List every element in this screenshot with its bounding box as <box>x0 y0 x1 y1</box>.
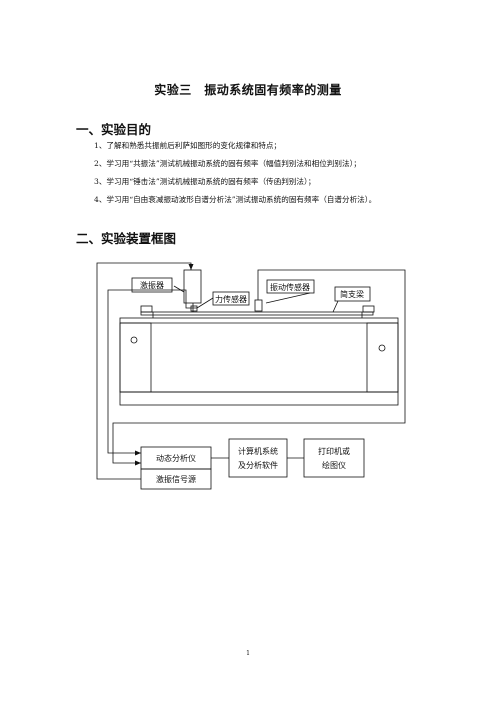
frame-body <box>119 317 399 393</box>
exciter-box <box>183 269 202 304</box>
printer-label-line2: 绘图仪 <box>322 460 346 470</box>
left-bolt <box>130 336 138 344</box>
vibration-sensor-loop-line <box>112 269 406 464</box>
purpose-item-1: 1、了解和熟悉共振前后利萨如图形的变化规律和特点； <box>94 141 282 150</box>
purpose-item-3: 3、学习用“锤击法”测试机械振动系统的固有频率（传函判别法）； <box>94 177 316 186</box>
page-number: 1 <box>246 650 250 657</box>
computer-label-line1: 计算机系统 <box>238 446 278 456</box>
computer-label-line2: 及分析软件 <box>238 460 278 470</box>
signal-source-label: 激振信号源 <box>156 474 196 484</box>
beam-label: 简支梁 <box>340 289 364 299</box>
computer-box <box>228 438 288 478</box>
force-sensor-label: 力传感器 <box>215 294 247 304</box>
section-heading-setup: 二、实验装置框图 <box>76 231 177 246</box>
section-heading-purpose: 一、实验目的 <box>76 122 152 137</box>
purpose-item-2: 2、学习用“共振法”测试机械振动系统的固有频率（幅值判别法和相位判别法）； <box>94 159 361 168</box>
exciter-label: 激振器 <box>140 280 164 290</box>
analyzer-label: 动态分析仪 <box>156 453 196 463</box>
purpose-item-4: 4、学习用“自由衰减振动波形自谱分析法”测试振动系统的固有频率（自谱分析法）。 <box>94 195 377 204</box>
printer-label-line1: 打印机或 <box>318 446 350 456</box>
vibration-sensor-block <box>254 299 263 312</box>
force-sensor-loop-line <box>107 289 197 454</box>
signal-source-box <box>140 468 212 490</box>
page-title: 实验三 振动系统固有频率的测量 <box>154 83 342 97</box>
beam <box>140 311 374 316</box>
frame-base <box>119 391 399 406</box>
frame-left-pillar <box>119 322 152 393</box>
frame-right-pillar <box>366 322 399 393</box>
force-sensor-block <box>190 305 198 312</box>
printer-box <box>303 438 365 478</box>
vibration-sensor-label: 振动传感器 <box>270 282 310 292</box>
right-bolt <box>378 344 386 352</box>
